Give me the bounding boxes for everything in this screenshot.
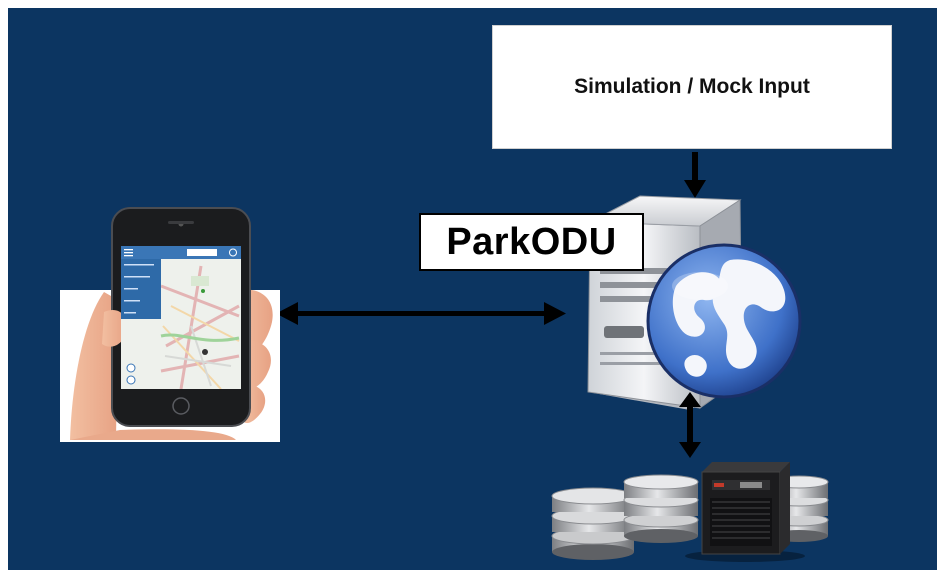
globe-icon — [646, 243, 802, 399]
disk-stack-left — [551, 487, 635, 560]
server-label-box: ParkODU — [419, 213, 644, 271]
arrow-server-database — [679, 392, 701, 458]
mock-input-box: Simulation / Mock Input — [492, 25, 892, 149]
database-stack-icon — [551, 462, 829, 562]
mock-input-label: Simulation / Mock Input — [574, 75, 810, 98]
phone-app-menu — [121, 259, 161, 319]
phone-menu-lines — [124, 264, 154, 314]
server-label: ParkODU — [446, 220, 617, 263]
phone-app-topbar — [121, 246, 241, 259]
disk-stack-middle — [623, 474, 699, 543]
phone-screen — [121, 246, 241, 389]
arrow-phone-server — [276, 302, 566, 325]
arrow-mock-to-server — [684, 152, 706, 198]
phone-topbar-icons — [124, 248, 237, 257]
rack-server — [685, 462, 805, 562]
